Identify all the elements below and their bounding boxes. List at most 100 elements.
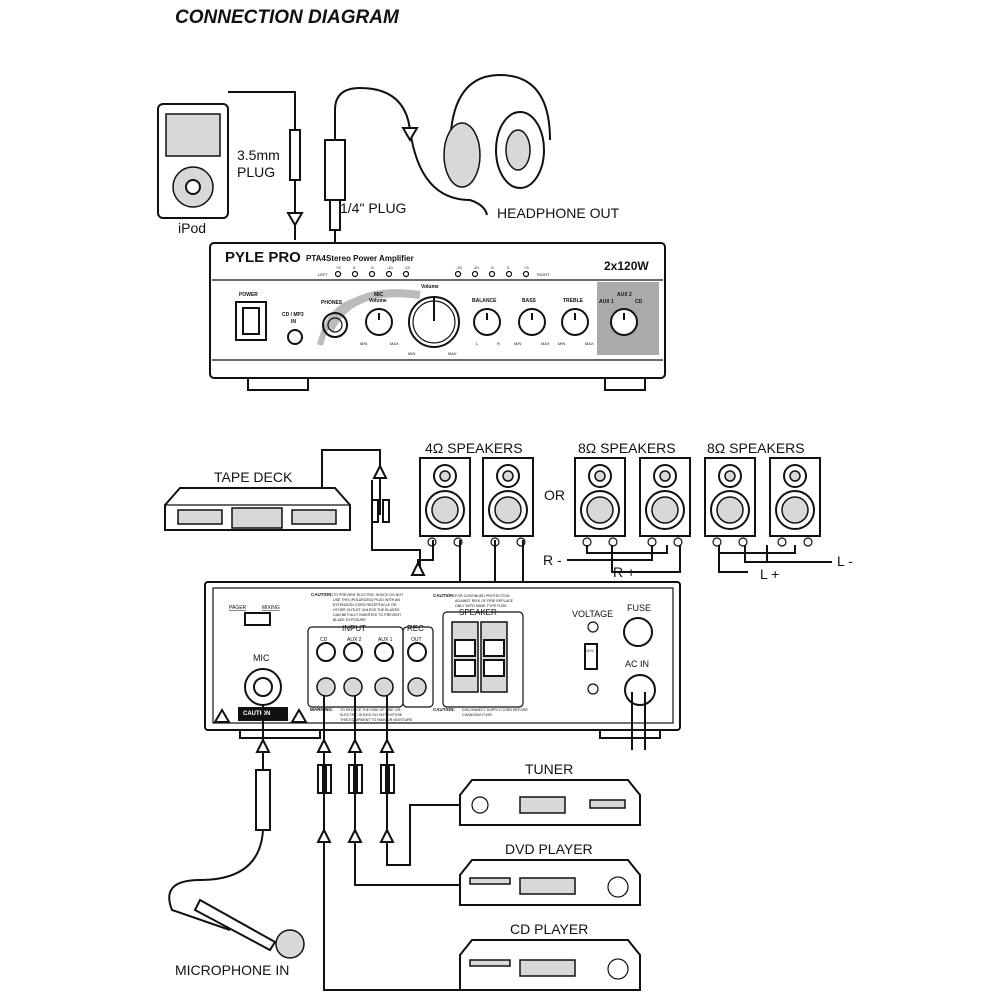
meter-tick: -5 [490,265,494,270]
model-label: PTA4 [306,254,326,263]
meter-tick: -15 [404,265,411,270]
cd-player: CD PLAYER [459,921,641,991]
ac-in-label: AC IN [625,659,649,669]
caution2-title: CAUTION: [433,593,455,598]
caution1-text: TO PREVENT ELECTRIC SHOCK DO NOT USE THI… [333,593,404,622]
max-label: MAX [390,341,399,346]
speaker-cabinet [769,457,821,547]
microphone-in-label: MICROPHONE IN [175,962,289,978]
mic-volume-knob[interactable] [365,308,393,336]
tuner: TUNER [459,761,641,826]
mic-label: MIC [253,653,270,663]
meter-right-leds: -15 -10 -5 0 +3 [454,265,529,278]
phones-jack[interactable] [322,312,348,338]
max-label: MAX [585,341,594,346]
caution-line: OTHER OUTLET UNLESS THE BLADES [333,608,400,612]
fuse-holder[interactable] [623,617,653,647]
balance-label: BALANCE [472,298,497,304]
phones-label: PHONES [321,300,343,306]
input-label: INPUT [342,624,366,633]
plug-35-label-1: 3.5mm [237,147,280,163]
tuner-label: TUNER [525,761,573,777]
r-plus-label: R + [613,564,635,580]
caution-line: AGAINST RISK OF FIRE REPLACE [455,599,514,603]
amplifier-rear-panel: PAGER MIXING MIC CAUTION CAUTION: TO PRE… [204,581,681,750]
subtitle-label: Stereo Power Amplifier [326,254,414,263]
min-label: MIN [408,351,415,356]
rca-aux2-left[interactable] [343,642,363,662]
caution-line: CHANGING FUSE. [462,713,493,717]
speaker-cabinet [419,457,471,547]
ipod-device: iPod [157,103,229,236]
meter-left-leds: +3 0 -5 -10 -15 [334,265,411,278]
l-minus-label: L - [837,553,853,569]
caution-line: TO PREVENT ELECTRIC SHOCK DO NOT [333,593,404,597]
aux1-input-label: AUX 1 [378,637,393,643]
cd-mp3-jack[interactable] [287,329,303,345]
speakers-8ohm-label-2: 8Ω SPEAKERS [707,440,805,456]
bass-label: BASS [522,298,537,304]
warning-title: WARNING: [310,707,334,712]
fuse-label: FUSE [627,603,651,613]
speaker-cabinets [419,457,821,547]
max-label: MAX [448,351,457,356]
rca-rec-right[interactable] [407,677,427,697]
rca-cd-left[interactable] [316,642,336,662]
master-volume-knob[interactable] [408,296,460,348]
caution3-text: DISCONNECT SUPPLY CORD BEFORE CHANGING F… [462,708,529,717]
source-cables [316,695,460,991]
pager-mixing-switch[interactable] [244,612,271,626]
r-minus-label: R - [543,552,562,568]
speaker-cabinet [482,457,534,547]
volume-label: Volume [421,284,439,290]
rec-label: REC [407,624,424,633]
caution-line: CAN BE FULLY INSERTED TO PREVENT [333,613,402,617]
rca-aux2-right[interactable] [343,677,363,697]
warning-text: TO REDUCE THE RISK OF FIRE OR ELECTRIC S… [340,708,413,722]
rca-cd-right[interactable] [316,677,336,697]
warning-line: TO REDUCE THE RISK OF FIRE OR [340,708,401,712]
max-label: MAX [541,341,550,346]
rca-rec-left[interactable] [407,642,427,662]
meter-tick: +3 [336,265,341,270]
treble-knob[interactable] [561,308,589,336]
meter-tick: -10 [473,265,480,270]
caution-line: BLADE EXPOSURE [333,618,366,622]
meter-left-label: LEFT [318,272,328,277]
meter-tick: -10 [387,265,394,270]
headphone-out-label: HEADPHONE OUT [497,205,620,221]
min-label: MIN [558,341,565,346]
headphones: HEADPHONE OUT [443,73,620,221]
l-label: L [476,341,479,346]
caution-line: EXTENSION CORD RECEPTACLE OR [333,603,397,607]
min-label: MIN [360,341,367,346]
voltage-selector[interactable] [584,643,598,670]
ipod-label: iPod [178,220,206,236]
or-label: OR [544,487,565,503]
aux2-input-label: AUX 2 [347,637,362,643]
voltage-label: VOLTAGE [572,609,613,619]
caution-line: ONLY WITH SAME TYPE FUSE. [455,604,508,608]
power-rating: 2x120W [604,259,649,273]
caution-badge: CAUTION [243,711,270,717]
rca-aux1-left[interactable] [374,642,394,662]
bass-knob[interactable] [518,308,546,336]
power-label: POWER [239,292,258,298]
meter-right-label: RIGHT [537,272,550,277]
diagram-title: CONNECTION DIAGRAM [175,7,400,28]
caution3-title: CAUTION: [433,707,455,712]
input-selector-knob[interactable] [610,308,638,336]
quarter-plug-label: 1/4" PLUG [340,200,406,216]
l-plus-label: L + [760,566,779,582]
speaker-cabinet [639,457,691,547]
amplifier-front-panel: PYLE PRO PTA4 Stereo Power Amplifier 2x1… [209,242,666,391]
selector-aux1: AUX 1 [599,299,614,305]
dvd-player-label: DVD PLAYER [505,841,593,857]
balance-knob[interactable] [473,308,501,336]
cd-mp3-label: CD / MP3 [282,312,304,318]
speaker-terminals[interactable] [451,621,508,693]
tape-deck: TAPE DECK [164,449,426,576]
meter-tick: 0 [507,265,510,270]
rca-aux1-right[interactable] [374,677,394,697]
